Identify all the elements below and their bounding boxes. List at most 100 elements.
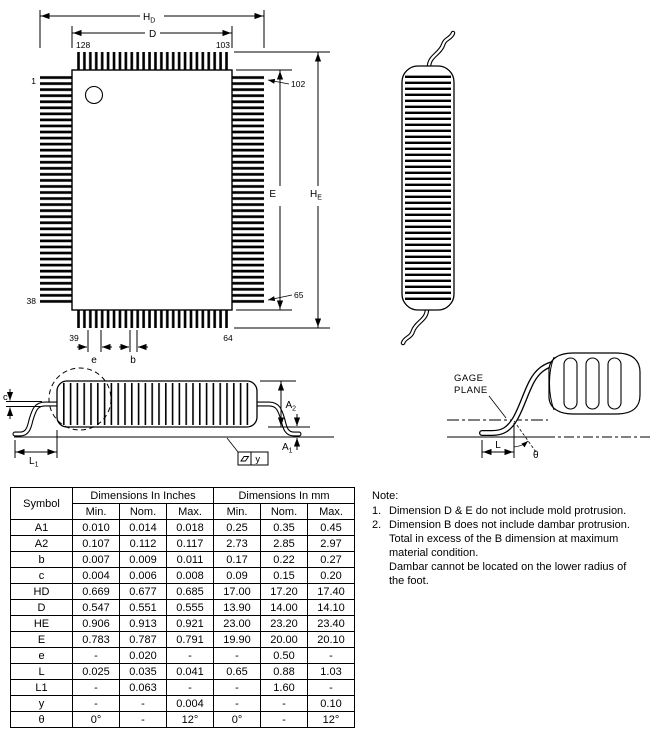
b-dimension [119, 330, 148, 352]
table-cell: 0.88 [260, 663, 308, 680]
hd-dim-label: HD [143, 12, 155, 25]
l1-dimension [14, 430, 58, 458]
nom-inches-header: Nom. [119, 503, 167, 520]
table-cell: 1.03 [307, 663, 355, 680]
table-cell: - [213, 647, 261, 664]
table-cell: 0.041 [166, 663, 214, 680]
package-corner [548, 352, 641, 415]
pin-leaders [267, 78, 293, 302]
table-cell: 0.004 [166, 695, 214, 712]
table-row: HD 0.669 0.677 0.685 17.00 17.20 17.40 [10, 583, 355, 600]
he-dimension [234, 51, 330, 329]
table-cell: 0.17 [213, 551, 261, 568]
table-row: HE 0.906 0.913 0.921 23.00 23.20 23.40 [10, 615, 355, 632]
table-cell: 0.10 [307, 695, 355, 712]
symbol-cell: θ [10, 711, 73, 728]
symbol-cell: b [10, 551, 73, 568]
table-cell: 0.45 [307, 519, 355, 536]
table-cell: 23.00 [213, 615, 261, 632]
table-cell: 0.014 [119, 519, 167, 536]
table-cell: 0.063 [119, 679, 167, 696]
symbol-cell: A2 [10, 535, 73, 552]
note-text: Dimension B does not include dambar prot… [389, 519, 630, 588]
side-view-labels: c L1 A2 A1 y [3, 392, 296, 469]
table-cell: 0.25 [213, 519, 261, 536]
corner-lead-bar [563, 357, 578, 410]
table-cell: 0.555 [166, 599, 214, 616]
e-pitch-label: e [91, 355, 97, 366]
table-cell: 0.008 [166, 567, 214, 584]
table-row: A1 0.010 0.014 0.018 0.25 0.35 0.45 [10, 519, 355, 536]
table-row: c 0.004 0.006 0.008 0.09 0.15 0.20 [10, 567, 355, 584]
pin-64-label: 64 [223, 333, 233, 343]
note-text: Dimension D & E do not include mold prot… [389, 505, 627, 518]
table-cell: 0.547 [72, 599, 120, 616]
table-cell: - [307, 647, 355, 664]
table-cell: 0.007 [72, 551, 120, 568]
table-cell: 14.10 [307, 599, 355, 616]
pin-65-label: 65 [294, 290, 304, 300]
table-cell: 12° [307, 711, 355, 728]
gage-plane-label-line2: PLANE [454, 385, 488, 396]
table-row: θ 0° - 12° 0° - 12° [10, 711, 355, 728]
table-cell: 0.006 [119, 567, 167, 584]
min-inches-header: Min. [72, 503, 120, 520]
table-cell: 23.20 [260, 615, 308, 632]
mm-header: Dimensions In mm [213, 487, 355, 504]
table-row: D 0.547 0.551 0.555 13.90 14.00 14.10 [10, 599, 355, 616]
gage-plane-label: GAGE [454, 373, 483, 384]
note-number: 1. [372, 505, 382, 518]
table-cell: 17.40 [307, 583, 355, 600]
a2-dimension [260, 380, 310, 428]
table-row: e - 0.020 - - 0.50 - [10, 647, 355, 664]
pin-102-label: 102 [291, 79, 305, 89]
symbol-cell: D [10, 599, 73, 616]
table-cell: 0.913 [119, 615, 167, 632]
theta-dim-label: θ [533, 450, 539, 461]
table-cell: 12° [166, 711, 214, 728]
table-cell: 0.020 [119, 647, 167, 664]
symbol-cell: A1 [10, 519, 73, 536]
table-cell: 23.40 [307, 615, 355, 632]
theta-dimension [513, 420, 537, 453]
side-view-leads [62, 383, 252, 425]
bottom-pin-row [76, 310, 230, 328]
table-cell: 0.677 [119, 583, 167, 600]
nom-mm-header: Nom. [260, 503, 308, 520]
table-cell: 0.669 [72, 583, 120, 600]
table-cell: 0.791 [166, 631, 214, 648]
table-cell: 0.15 [260, 567, 308, 584]
table-cell: - [213, 679, 261, 696]
detail-labels: GAGE PLANE L θ [454, 373, 539, 461]
table-cell: - [72, 679, 120, 696]
table-row: b 0.007 0.009 0.011 0.17 0.22 0.27 [10, 551, 355, 568]
left-pin-row [40, 75, 72, 305]
table-cell: 0.035 [119, 663, 167, 680]
table-row: L 0.025 0.035 0.041 0.65 0.88 1.03 [10, 663, 355, 680]
corner-lead-bar [585, 357, 600, 410]
table-cell: - [72, 647, 120, 664]
note-item-2: 2. Dimension B does not include dambar p… [372, 518, 654, 588]
table-cell: 0.025 [72, 663, 120, 680]
table-cell: 20.10 [307, 631, 355, 648]
c-dim-label: c [3, 392, 8, 403]
table-cell: 0.27 [307, 551, 355, 568]
symbol-header: Symbol [10, 487, 73, 520]
table-cell: 0° [72, 711, 120, 728]
table-cell: 0.107 [72, 535, 120, 552]
pin-1-label: 1 [31, 76, 36, 86]
max-inches-header: Max. [166, 503, 214, 520]
table-cell: 0.783 [72, 631, 120, 648]
table-cell: 0.011 [166, 551, 214, 568]
right-pin-row [232, 75, 264, 305]
flatness-symbol-icon [240, 456, 250, 462]
pin-39-label: 39 [69, 333, 79, 343]
detail-circle [48, 367, 112, 431]
max-mm-header: Max. [307, 503, 355, 520]
side-view [6, 367, 334, 466]
l-dim-label: L [495, 440, 501, 451]
table-cell: 0.65 [213, 663, 261, 680]
table-header-row: Symbol Dimensions In Inches Dimensions I… [10, 487, 355, 520]
table-cell: 20.00 [260, 631, 308, 648]
